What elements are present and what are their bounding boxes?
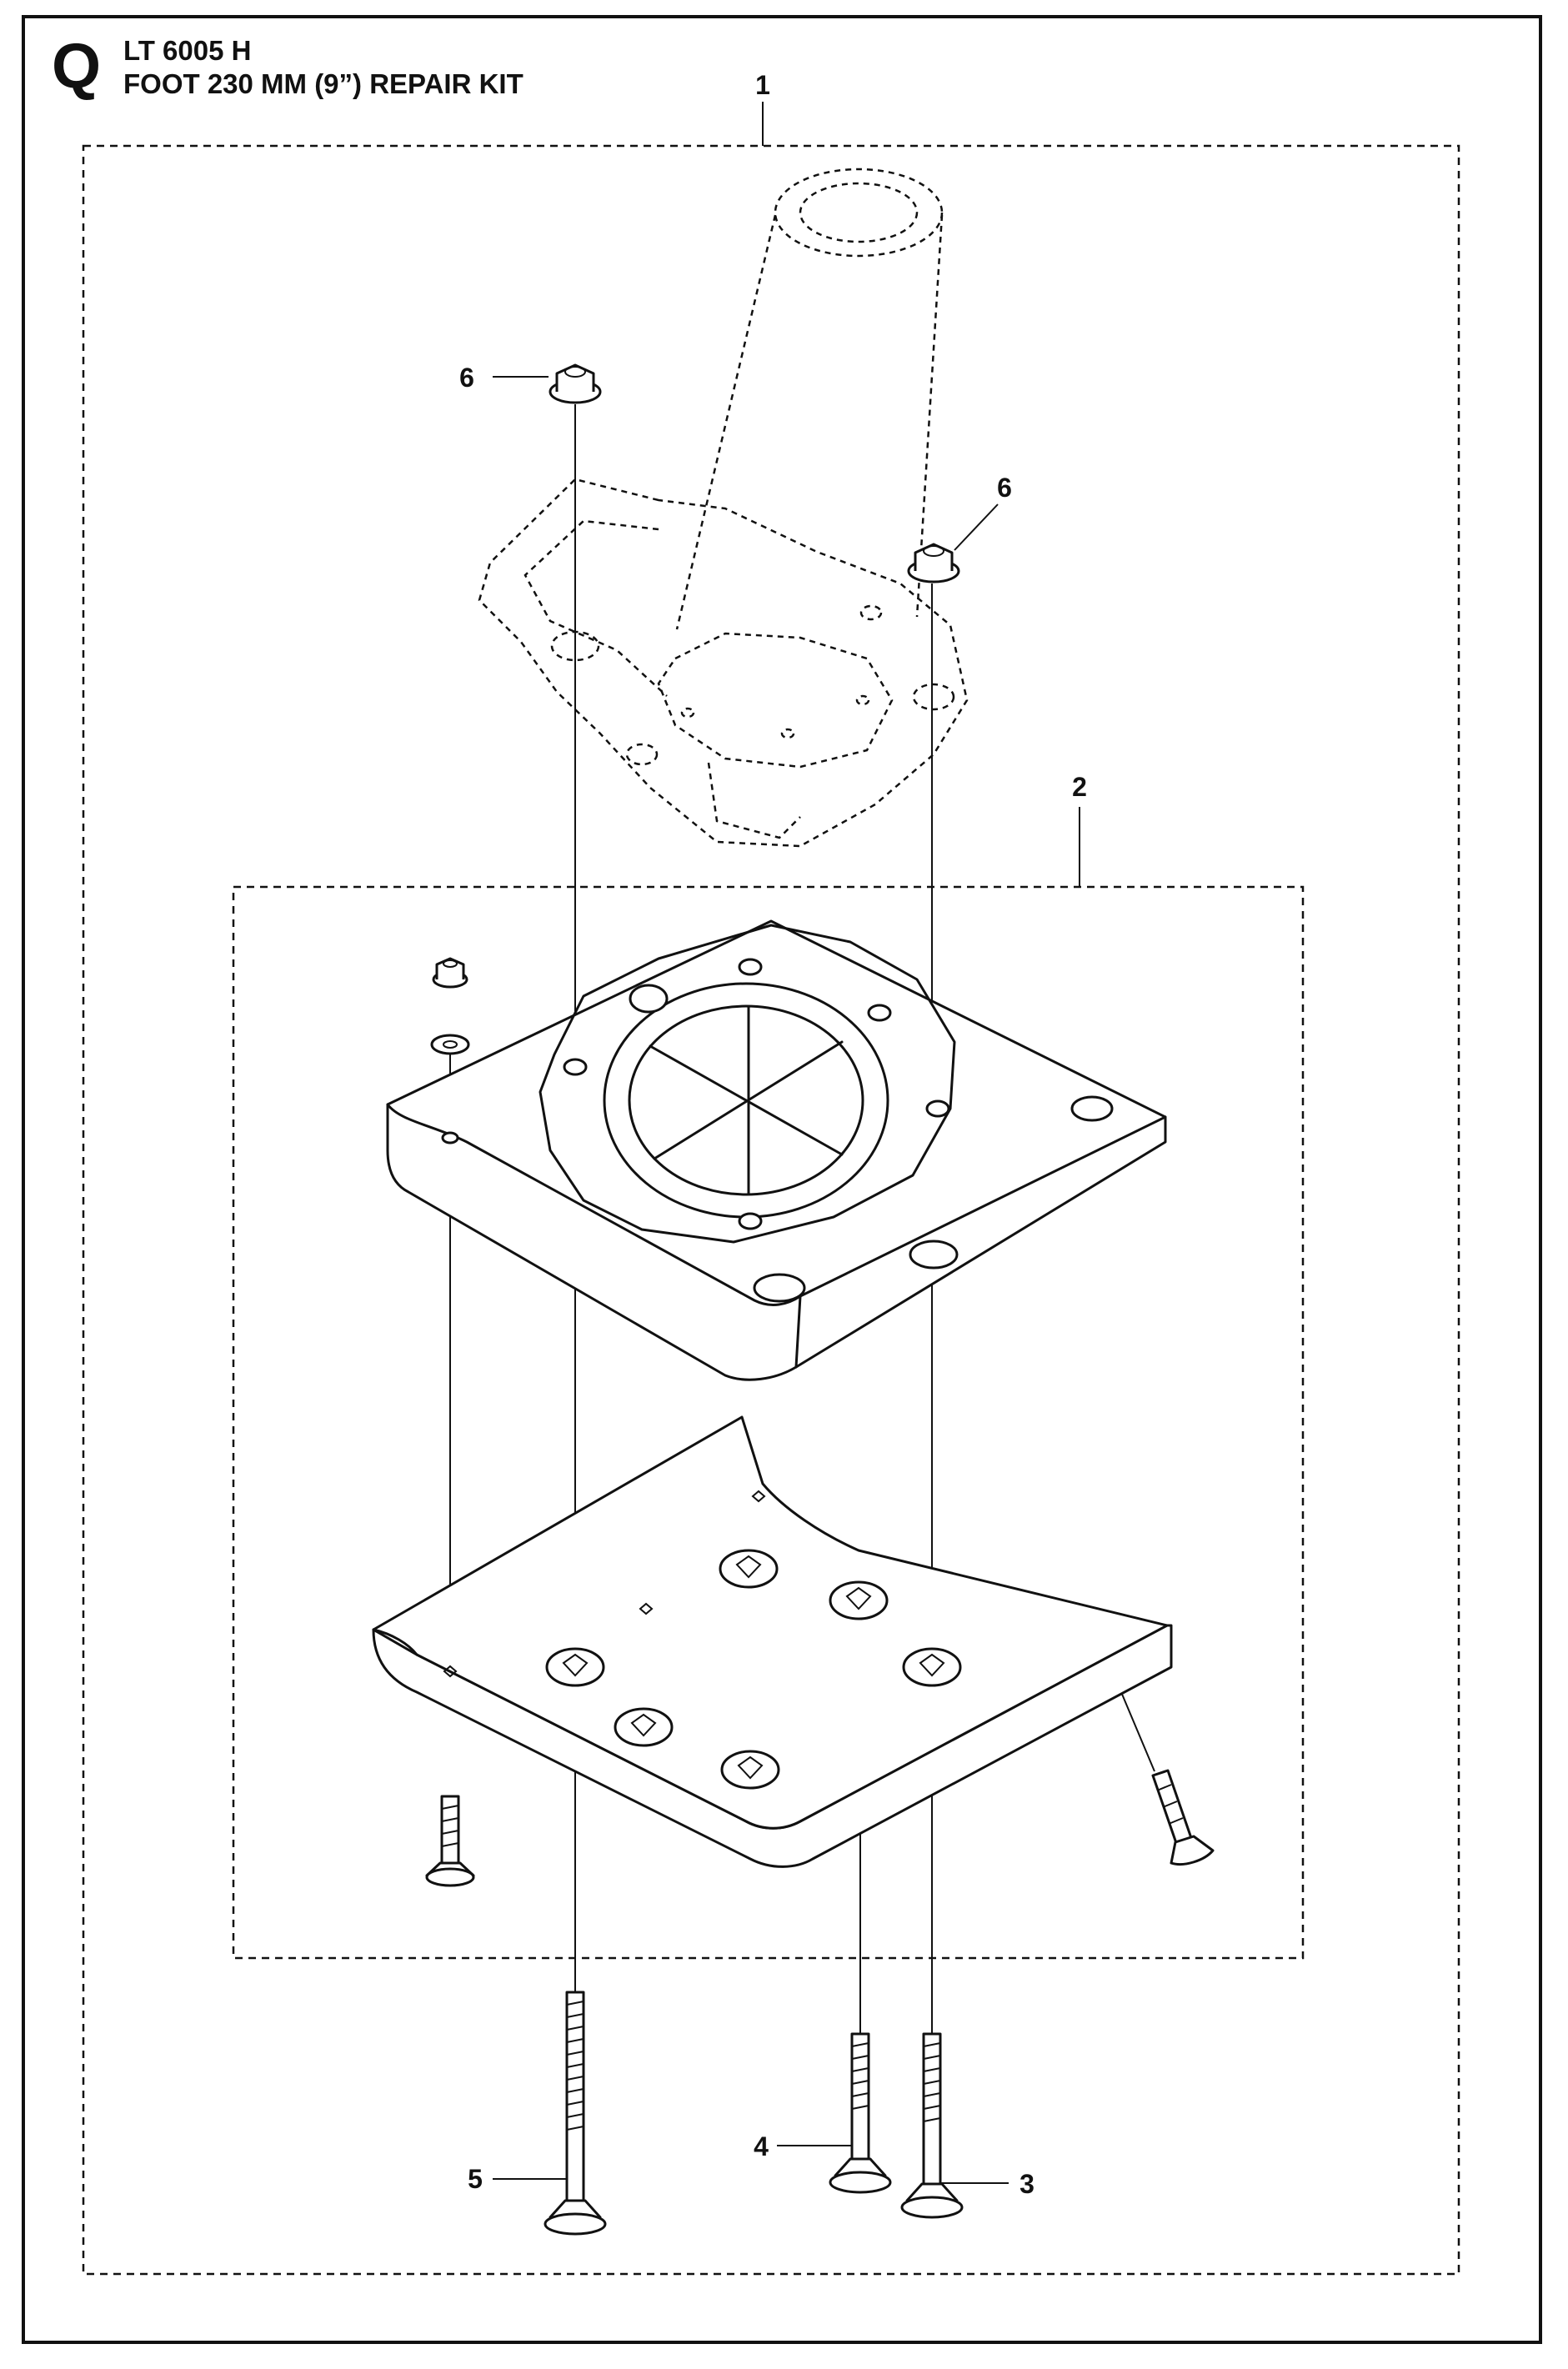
section-letter: Q <box>52 31 102 102</box>
bolt-middle <box>777 2032 892 2194</box>
plate-washer <box>430 1034 470 1055</box>
kit-boundary <box>82 102 1460 2276</box>
callout-nut-left: 6 <box>459 363 474 393</box>
model-title: LT 6005 H <box>123 35 252 66</box>
nut-right <box>907 503 999 583</box>
small-screw-left <box>425 1795 475 1887</box>
callout-bolt-right: 3 <box>1019 2169 1034 2199</box>
shaft-housing-ghost <box>478 168 969 848</box>
plate-assembly-boundary <box>232 807 1305 1960</box>
page-frame <box>22 15 1542 2344</box>
kit-title: FOOT 230 MM (9”) REPAIR KIT <box>123 68 524 99</box>
sole-plate <box>372 1415 1173 1868</box>
foot-block <box>386 919 1167 1381</box>
nut-left <box>493 363 602 404</box>
callout-plate-assembly: 2 <box>1072 772 1087 802</box>
small-screw-right <box>1151 1769 1215 1866</box>
callout-nut-right: 6 <box>997 473 1012 503</box>
callout-bolt-middle: 4 <box>754 2131 769 2161</box>
bolt-right <box>900 2032 1009 2219</box>
callout-bolt-left: 5 <box>468 2164 483 2194</box>
plate-nut <box>432 957 468 989</box>
bolt-left <box>493 1991 607 2236</box>
callout-kit: 1 <box>755 70 770 100</box>
